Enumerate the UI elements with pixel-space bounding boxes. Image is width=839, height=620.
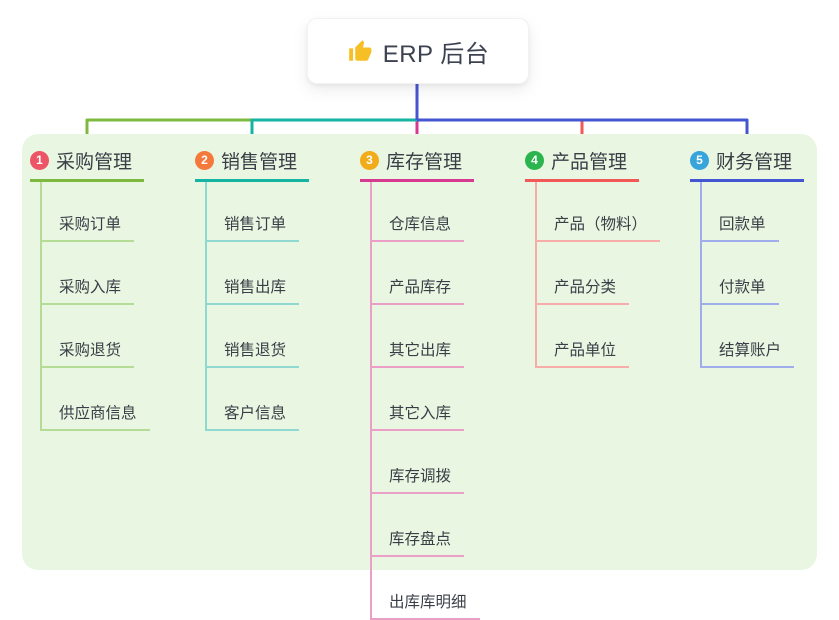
child-node-label: 采购订单 (59, 216, 122, 233)
branch-number-badge: 5 (690, 151, 709, 170)
child-node-label: 销售退货 (224, 342, 287, 359)
branch-title[interactable]: 2 销售管理 (195, 147, 309, 182)
branch-children: 仓库信息产品库存其它出库其它入库库存调拨库存盘点出库库明细 (370, 182, 480, 620)
child-node-label: 回款单 (719, 216, 766, 233)
child-node[interactable]: 产品（物料） (537, 182, 661, 242)
child-node-label: 产品（物料） (554, 216, 648, 233)
branch-title[interactable]: 4 产品管理 (525, 147, 639, 182)
child-node[interactable]: 销售订单 (207, 182, 300, 242)
branch-number-badge: 2 (195, 151, 214, 170)
branch-title-label: 产品管理 (551, 152, 628, 173)
branch-children: 产品（物料） 产品分类产品单位 (535, 182, 661, 368)
child-node[interactable]: 结算账户 (702, 305, 795, 368)
child-node-label: 其它入库 (389, 405, 452, 422)
child-node[interactable]: 付款单 (702, 242, 779, 305)
child-node-label: 库存调拨 (389, 468, 452, 485)
root-node-label: ERP 后台 (382, 40, 490, 68)
child-node[interactable]: 库存调拨 (372, 431, 465, 494)
child-node-label: 采购入库 (59, 279, 122, 296)
child-node[interactable]: 销售退货 (207, 305, 300, 368)
branch: 1 采购管理 采购订单采购入库采购退货供应商信息 (30, 147, 170, 431)
branch-title[interactable]: 3 库存管理 (360, 147, 474, 182)
branch-children: 销售订单销售出库销售退货客户信息 (205, 182, 300, 431)
mindmap-panel: 1 采购管理 采购订单采购入库采购退货供应商信息 2 销售管理 销售订单销售出库… (22, 134, 817, 620)
branch-title-label: 库存管理 (386, 152, 463, 173)
child-node[interactable]: 出库库明细 (372, 557, 480, 620)
child-node[interactable]: 客户信息 (207, 368, 300, 431)
child-node-label: 采购退货 (59, 342, 122, 359)
child-node-label: 产品分类 (554, 279, 617, 296)
child-node[interactable]: 产品单位 (537, 305, 630, 368)
child-node-label: 出库库明细 (389, 594, 467, 611)
branch-number-badge: 4 (525, 151, 544, 170)
child-node-label: 产品库存 (389, 279, 452, 296)
child-node[interactable]: 供应商信息 (42, 368, 150, 431)
branch: 2 销售管理 销售订单销售出库销售退货客户信息 (195, 147, 335, 431)
child-node[interactable]: 仓库信息 (372, 182, 465, 242)
child-node-label: 仓库信息 (389, 216, 452, 233)
child-node-label: 销售订单 (224, 216, 287, 233)
branch-number-badge: 1 (30, 151, 49, 170)
child-node[interactable]: 其它入库 (372, 368, 465, 431)
branch-children: 采购订单采购入库采购退货供应商信息 (40, 182, 150, 431)
child-node-label: 供应商信息 (59, 405, 137, 422)
branch-title-label: 财务管理 (716, 152, 793, 173)
child-node-label: 产品单位 (554, 342, 617, 359)
child-node-label: 库存盘点 (389, 531, 452, 548)
branch-title[interactable]: 5 财务管理 (690, 147, 804, 182)
child-node[interactable]: 采购订单 (42, 182, 135, 242)
branch-title-label: 销售管理 (221, 152, 298, 173)
child-node[interactable]: 销售出库 (207, 242, 300, 305)
child-node[interactable]: 库存盘点 (372, 494, 465, 557)
child-node[interactable]: 回款单 (702, 182, 779, 242)
thumbs-up-icon (348, 40, 372, 61)
branch-children: 回款单付款单结算账户 (700, 182, 795, 368)
child-node[interactable]: 采购退货 (42, 305, 135, 368)
child-node-label: 其它出库 (389, 342, 452, 359)
branch-title[interactable]: 1 采购管理 (30, 147, 144, 182)
child-node[interactable]: 产品库存 (372, 242, 465, 305)
branch: 5 财务管理 回款单付款单结算账户 (690, 147, 830, 368)
branch: 4 产品管理 产品（物料） 产品分类产品单位 (525, 147, 665, 368)
branch: 3 库存管理 仓库信息产品库存其它出库其它入库库存调拨库存盘点出库库明细 (360, 147, 500, 620)
child-node-label: 销售出库 (224, 279, 287, 296)
child-node[interactable]: 产品分类 (537, 242, 630, 305)
branch-title-label: 采购管理 (56, 152, 133, 173)
child-node[interactable]: 采购入库 (42, 242, 135, 305)
child-node-label: 付款单 (719, 279, 766, 296)
child-node[interactable]: 其它出库 (372, 305, 465, 368)
child-node-label: 客户信息 (224, 405, 287, 422)
branch-number-badge: 3 (360, 151, 379, 170)
root-node-card[interactable]: ERP 后台 (307, 18, 529, 84)
child-node-label: 结算账户 (719, 342, 782, 359)
